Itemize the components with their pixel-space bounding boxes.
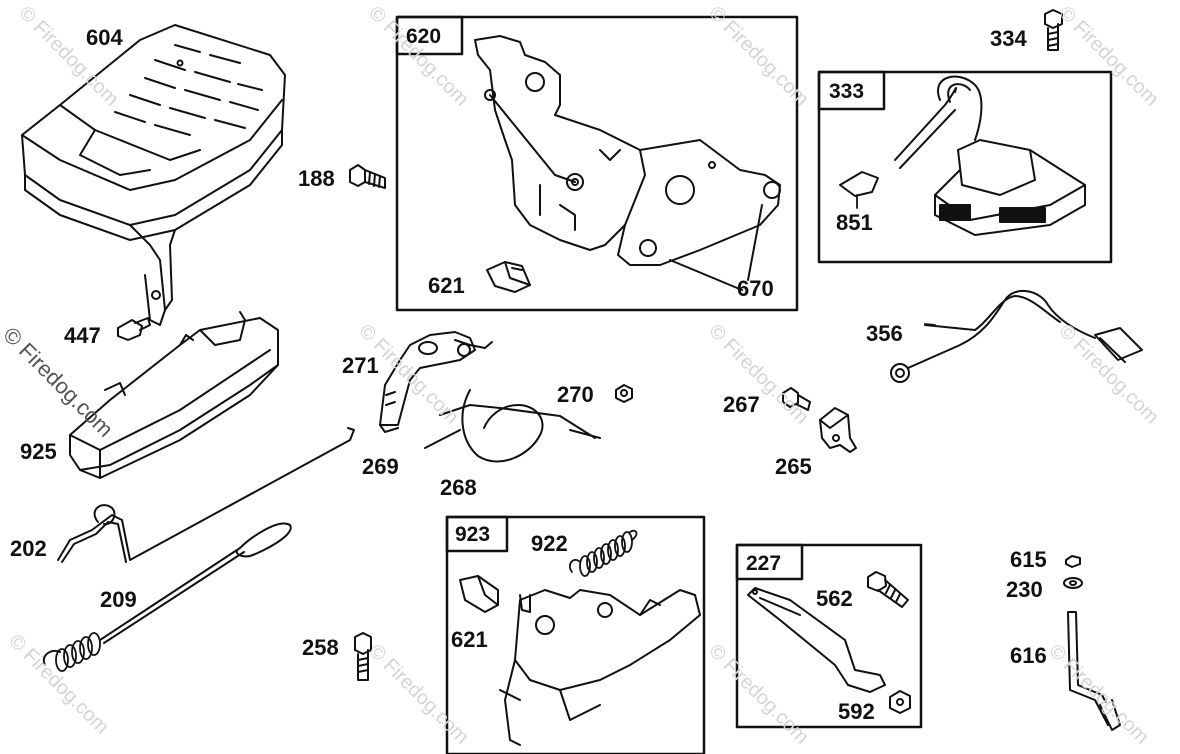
part-270-nut [615,384,633,403]
callout-851: 851 [836,210,873,235]
part-356-wire [890,290,1143,383]
box-923-label: 923 [455,523,491,546]
callout-265: 265 [775,454,812,479]
callout-356: 356 [866,321,903,346]
part-230-washer [1063,577,1083,589]
callout-621-lower: 621 [451,627,488,652]
box-227-frame [735,543,923,729]
box-620-frame [395,15,799,312]
callout-447: 447 [64,323,101,348]
callout-270: 270 [557,382,594,407]
callout-267: 267 [723,392,760,417]
part-592-nut [889,690,911,714]
part-265-bracket [819,407,857,453]
part-923-bracket [499,589,701,746]
callout-616: 616 [1010,643,1047,668]
callout-922: 922 [531,531,568,556]
callout-268: 268 [440,475,477,500]
part-202-link [57,427,355,563]
part-268-cable [424,389,601,463]
callout-258: 258 [302,635,339,660]
box-923-tag [445,515,509,553]
part-267-screw [782,387,811,411]
part-621-clip-b [459,575,499,613]
box-620-label: 620 [406,25,442,48]
part-258-bolt [354,632,372,681]
part-621-clip-a [486,261,531,293]
part-227-link [747,587,886,693]
part-620-bracket [474,35,781,291]
box-333-tag [817,70,886,111]
callout-621-upper: 621 [428,273,465,298]
leader-356 [924,323,936,326]
box-923-frame [445,515,706,754]
callout-230: 230 [1006,577,1043,602]
callout-334: 334 [990,26,1027,51]
part-616-shaft [1067,611,1121,731]
callout-271: 271 [342,353,379,378]
box-333-label: 333 [829,80,865,103]
part-334-bolt [1044,9,1063,51]
box-620-tag [395,15,464,56]
part-604-shroud [21,24,286,326]
callout-269: 269 [362,454,399,479]
box-227-label: 227 [746,552,782,575]
part-333-module [839,75,1086,236]
part-271-lever [379,331,493,433]
callout-202: 202 [10,536,47,561]
part-188-bolt [349,164,386,189]
part-925-guard [69,311,279,479]
part-562-bolt [867,571,909,608]
box-227-tag [735,543,804,581]
callout-604: 604 [86,25,123,50]
callout-209: 209 [100,587,137,612]
callout-670: 670 [737,276,774,301]
callout-188: 188 [298,166,335,191]
callout-615: 615 [1010,547,1047,572]
part-209-spring [42,522,292,672]
callout-592: 592 [838,699,875,724]
callout-562: 562 [816,586,853,611]
part-922-spring [568,529,638,577]
part-447-screw [117,317,151,341]
callout-925: 925 [20,439,57,464]
part-615-nut [1065,555,1081,568]
box-333-frame [817,70,1113,264]
